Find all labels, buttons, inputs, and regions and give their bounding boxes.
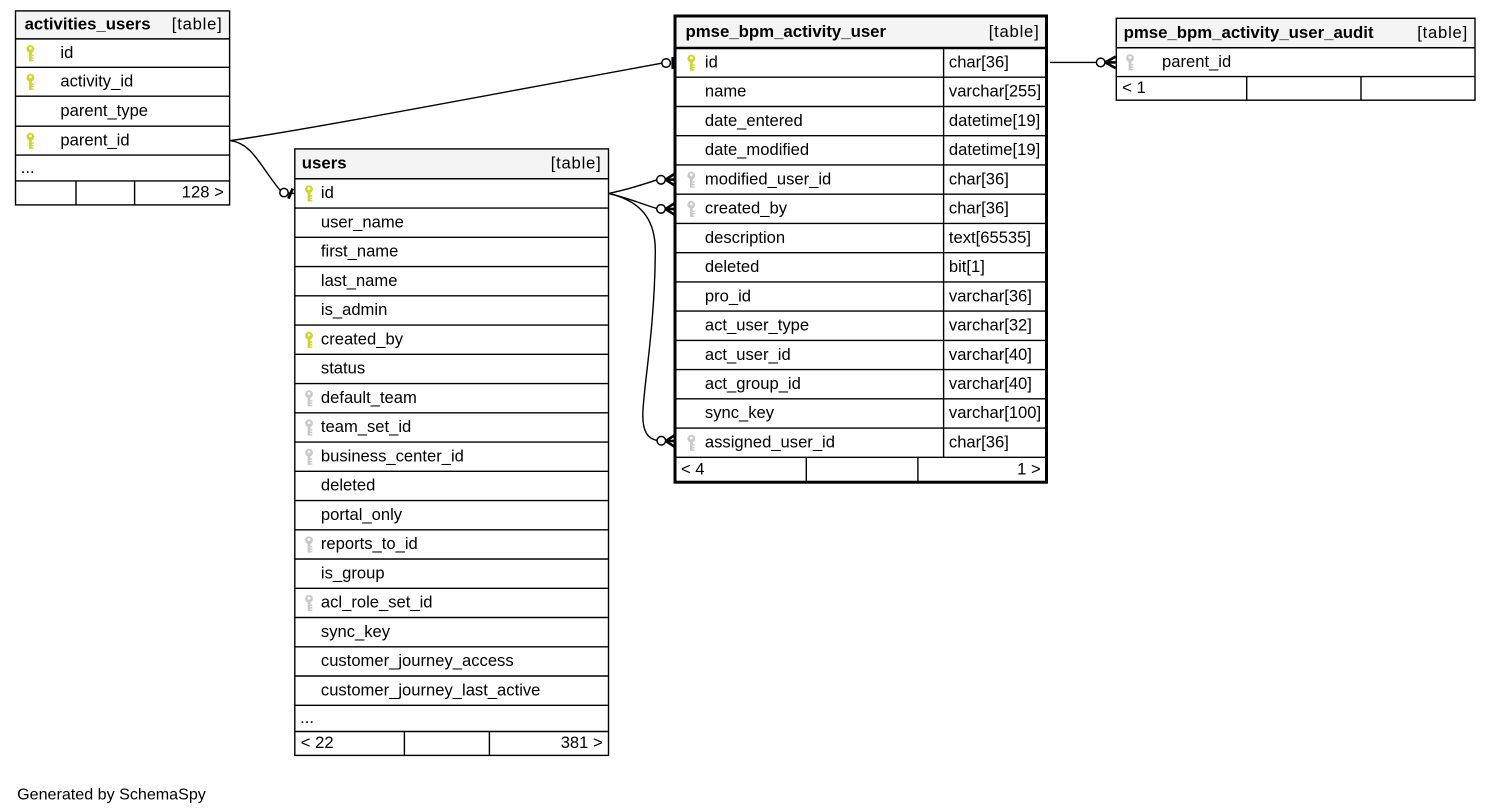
svg-text:< 22: < 22 <box>301 733 334 752</box>
svg-text:customer_journey_last_active: customer_journey_last_active <box>321 681 541 700</box>
svg-text:parent_type: parent_type <box>60 101 148 120</box>
svg-text:activity_id: activity_id <box>60 72 133 91</box>
svg-text:sync_key: sync_key <box>321 622 391 641</box>
svg-text:users: users <box>302 154 347 173</box>
svg-text:user_name: user_name <box>321 213 404 232</box>
svg-text:char[36]: char[36] <box>949 169 1009 188</box>
svg-text:varchar[40]: varchar[40] <box>949 374 1032 393</box>
svg-text:act_group_id: act_group_id <box>705 374 801 393</box>
svg-text:act_user_id: act_user_id <box>705 345 791 364</box>
svg-text:assigned_user_id: assigned_user_id <box>705 433 835 452</box>
svg-text:...: ... <box>300 708 314 727</box>
svg-text:varchar[36]: varchar[36] <box>949 286 1032 305</box>
svg-text:varchar[100]: varchar[100] <box>949 403 1041 422</box>
svg-text:sync_key: sync_key <box>705 403 775 422</box>
svg-text:name: name <box>705 82 747 101</box>
svg-text:description: description <box>705 228 785 247</box>
svg-text:varchar[255]: varchar[255] <box>949 82 1041 101</box>
svg-text:is_admin: is_admin <box>321 300 387 319</box>
svg-text:id: id <box>705 52 718 71</box>
svg-text:parent_id: parent_id <box>1162 52 1231 71</box>
svg-text:bit[1]: bit[1] <box>949 257 985 276</box>
svg-text:created_by: created_by <box>321 330 404 349</box>
svg-text:...: ... <box>21 158 35 177</box>
svg-text:[table]: [table] <box>172 15 223 34</box>
svg-text:pmse_bpm_activity_user: pmse_bpm_activity_user <box>686 22 887 41</box>
svg-text:text[65535]: text[65535] <box>949 228 1031 247</box>
svg-text:date_entered: date_entered <box>705 111 803 130</box>
svg-text:char[36]: char[36] <box>949 433 1009 452</box>
svg-text:modified_user_id: modified_user_id <box>705 169 831 188</box>
svg-text:first_name: first_name <box>321 242 398 261</box>
svg-text:id: id <box>321 183 334 202</box>
svg-text:activities_users: activities_users <box>25 15 151 34</box>
svg-text:char[36]: char[36] <box>949 52 1009 71</box>
svg-text:customer_journey_access: customer_journey_access <box>321 651 514 670</box>
svg-text:381 >: 381 > <box>561 733 603 752</box>
svg-text:deleted: deleted <box>705 257 759 276</box>
svg-text:created_by: created_by <box>705 199 788 218</box>
svg-text:varchar[40]: varchar[40] <box>949 345 1032 364</box>
svg-text:[table]: [table] <box>551 154 602 173</box>
svg-text:[table]: [table] <box>989 22 1040 41</box>
svg-text:business_center_id: business_center_id <box>321 447 464 466</box>
svg-text:id: id <box>60 43 73 62</box>
svg-text:acl_role_set_id: acl_role_set_id <box>321 593 433 612</box>
svg-text:Generated by SchemaSpy: Generated by SchemaSpy <box>17 786 207 804</box>
svg-text:char[36]: char[36] <box>949 199 1009 218</box>
svg-text:datetime[19]: datetime[19] <box>949 140 1040 159</box>
svg-text:[table]: [table] <box>1417 23 1468 42</box>
svg-text:1 >: 1 > <box>1017 459 1041 478</box>
svg-text:last_name: last_name <box>321 271 398 290</box>
svg-text:< 1: < 1 <box>1122 78 1146 97</box>
svg-text:is_group: is_group <box>321 564 385 583</box>
svg-text:status: status <box>321 359 365 378</box>
svg-text:act_user_type: act_user_type <box>705 316 809 335</box>
svg-text:varchar[32]: varchar[32] <box>949 316 1032 335</box>
svg-text:< 4: < 4 <box>681 459 705 478</box>
svg-text:datetime[19]: datetime[19] <box>949 111 1040 130</box>
svg-text:reports_to_id: reports_to_id <box>321 534 418 553</box>
svg-text:date_modified: date_modified <box>705 140 809 159</box>
svg-text:128 >: 128 > <box>182 182 224 201</box>
svg-text:default_team: default_team <box>321 388 417 407</box>
svg-text:pro_id: pro_id <box>705 286 751 305</box>
svg-text:deleted: deleted <box>321 476 375 495</box>
svg-text:pmse_bpm_activity_user_audit: pmse_bpm_activity_user_audit <box>1124 23 1374 42</box>
svg-text:team_set_id: team_set_id <box>321 417 411 436</box>
svg-text:parent_id: parent_id <box>60 131 129 150</box>
svg-text:portal_only: portal_only <box>321 505 403 524</box>
